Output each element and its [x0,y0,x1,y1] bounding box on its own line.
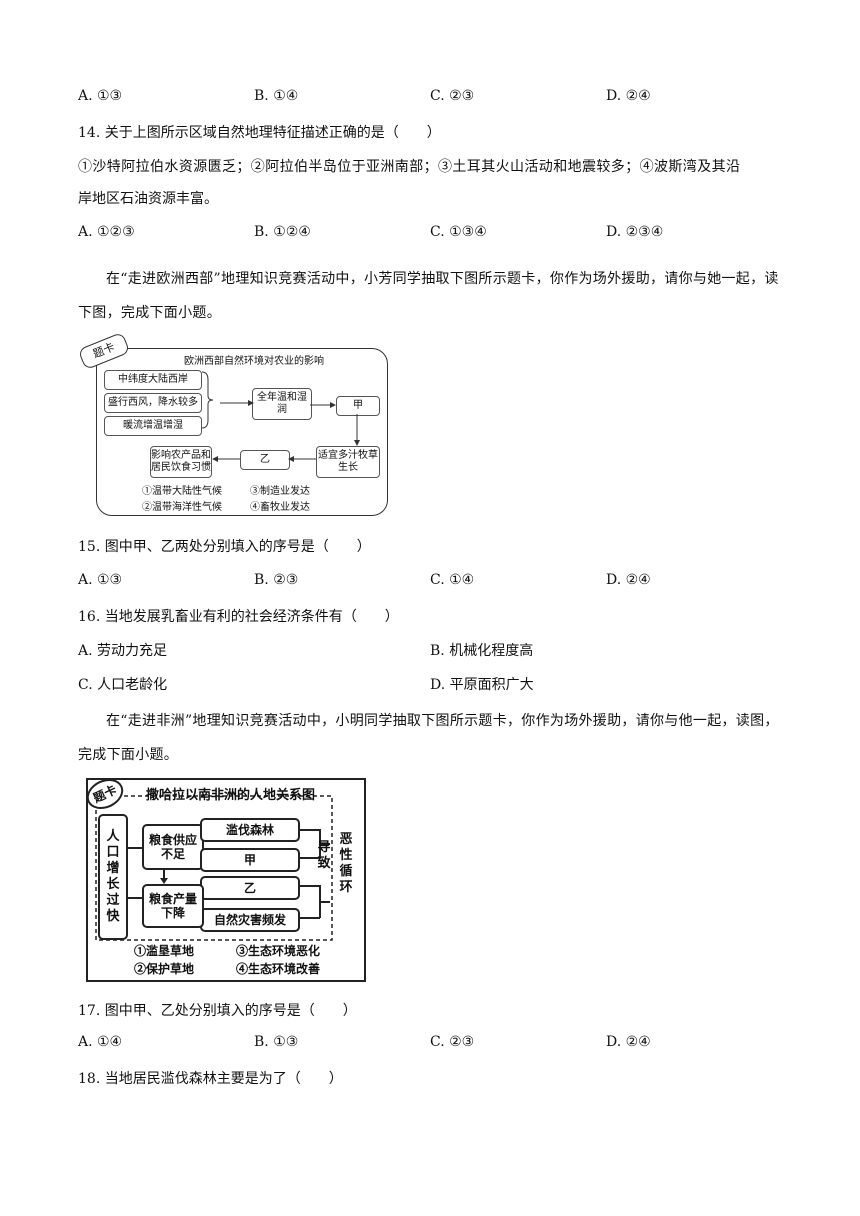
europe-diagram-card [96,348,388,516]
q14-option-b: B. ①②④ [254,224,311,240]
q16-option-a: A. 劳动力充足 [78,643,168,659]
box-mild-humid: 全年温和湿润 [252,388,312,420]
q17-option-b: B. ①③ [254,1034,299,1050]
q17-option-c: C. ②③ [430,1034,475,1050]
q15-option-b: B. ②③ [254,572,299,588]
box-food-habits: 影响农产品和居民饮食习惯 [150,446,212,478]
q13-option-a: A. ①③ [78,88,123,104]
q17-option-d: D. ②④ [606,1034,651,1050]
q14-option-a: A. ①②③ [78,224,135,240]
legend-3: ③制造业发达 [250,486,310,497]
q13-option-c: C. ②③ [430,88,475,104]
q16-option-b: B. 机械化程度高 [430,643,534,659]
box-mid-latitude: 中纬度大陆西岸 [104,370,202,390]
q15-option-a: A. ①③ [78,572,123,588]
box-westerlies: 盛行西风，降水较多 [104,393,202,413]
legend2-4: ④生态环境改善 [236,962,321,976]
cause-label: 导致 [317,840,331,871]
q18-stem: 18. 当地居民滥伐森林主要是为了（ ） [78,1071,343,1087]
intro-africa: 在“走进非洲”地理知识竞赛活动中，小明同学抽取下图所示题卡，你作为场外援助，请你… [78,713,779,763]
box-natural-disasters: 自然灾害频发 [200,908,300,932]
box-yi: 乙 [240,450,290,470]
q14-stem: 14. 关于上图所示区域自然地理特征描述正确的是（ ） [78,125,441,141]
q13-option-d: D. ②④ [606,88,651,104]
legend2-1: ①滥垦草地 [134,944,195,958]
q17-option-a: A. ①④ [78,1034,123,1050]
population-growth-label: 人口增长过快 [106,829,120,924]
diagram2-title: 撒哈拉以南非洲的人地关系图 [146,788,316,803]
diagram1-title: 欧洲西部自然环境对农业的影响 [184,356,324,367]
diagram1-arrows [201,371,360,462]
legend-4: ④畜牧业发达 [250,502,310,513]
box-warm-current: 暖流增温增湿 [104,416,202,436]
q16-option-d: D. 平原面积广大 [430,677,534,693]
q14-option-d: D. ②③④ [606,224,664,240]
box-yi-2: 乙 [200,876,300,900]
q17-stem: 17. 图中甲、乙处分别填入的序号是（ ） [78,1003,357,1019]
box-food-shortage: 粮食供应不足 [142,824,204,870]
q15-option-d: D. ②④ [606,572,651,588]
box-jia: 甲 [336,396,380,416]
q14-body-line2: 岸地区石油资源丰富。 [78,191,218,207]
q16-option-c: C. 人口老龄化 [78,677,168,693]
q15-stem: 15. 图中甲、乙两处分别填入的序号是（ ） [78,539,371,555]
box-deforestation: 滥伐森林 [200,818,300,842]
q16-stem: 16. 当地发展乳畜业有利的社会经济条件有（ ） [78,609,399,625]
q14-body-line1: ①沙特阿拉伯水资源匮乏；②阿拉伯半岛位于亚洲南部；③土耳其火山活动和地震较多；④… [78,159,741,175]
africa-diagram-card [86,778,366,982]
vicious-cycle-label: 恶性循环 [339,832,353,895]
box-jia-2: 甲 [200,848,300,872]
q15-option-c: C. ①④ [430,572,475,588]
legend-2: ②温带海洋性气候 [142,502,222,513]
legend2-2: ②保护草地 [134,962,195,976]
legend2-3: ③生态环境恶化 [236,944,321,958]
box-food-decline: 粮食产量下降 [142,884,204,928]
q14-option-c: C. ①③④ [430,224,487,240]
q13-option-b: B. ①④ [254,88,299,104]
box-population-growth: 人口增长过快 [98,814,128,940]
legend-1: ①温带大陆性气候 [142,486,222,497]
box-pasture: 适宜多汁牧草生长 [316,446,380,478]
intro-europe: 在“走进欧洲西部”地理知识竞赛活动中，小芳同学抽取下图所示题卡，你作为场外援助，… [78,271,779,321]
